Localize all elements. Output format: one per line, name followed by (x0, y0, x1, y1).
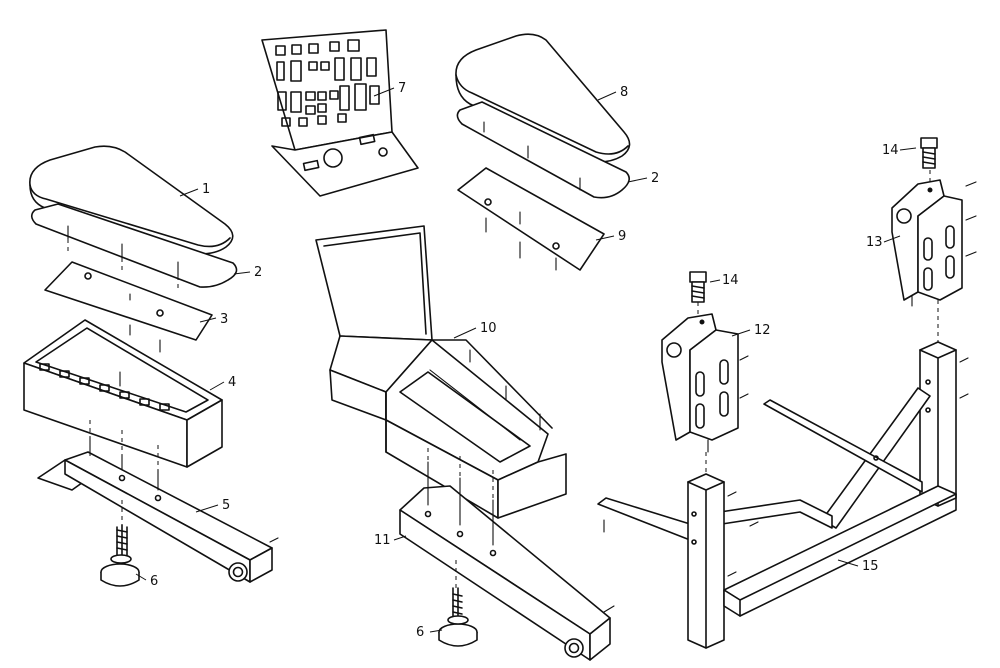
part-label-6a: 6 (150, 574, 158, 589)
part-label-13: 13 (866, 235, 883, 250)
part-label-10: 10 (480, 321, 497, 336)
left-mounting-plate-2 (30, 203, 238, 288)
screw-14-lower (689, 271, 707, 303)
control-panel-plate-7 (261, 29, 419, 197)
box-slots (39, 363, 170, 411)
right-armrest-cushion-8 (455, 33, 631, 163)
assembly-guide-lines (67, 170, 939, 588)
middle-beam-11 (399, 461, 615, 661)
left-beam-5 (64, 451, 279, 583)
bracket-12 (661, 313, 749, 453)
part-label-2b: 2 (651, 171, 659, 186)
part-label-7: 7 (398, 81, 406, 96)
part-label-4: 4 (228, 375, 236, 390)
part-label-14b: 14 (722, 273, 739, 288)
part-label-12: 12 (754, 323, 771, 338)
frame-15 (597, 341, 969, 649)
panel-cutouts (275, 39, 380, 127)
part-label-5: 5 (222, 498, 230, 513)
part-label-8: 8 (620, 85, 628, 100)
callout-labels: 1 2 3 4 5 6 7 8 2 9 10 11 6 14 13 14 12 … (150, 81, 899, 640)
left-leveling-foot-6 (100, 524, 140, 587)
part-label-11: 11 (374, 533, 391, 548)
part-label-6b: 6 (416, 625, 424, 640)
screw-14-upper (920, 137, 938, 169)
bracket-13 (891, 179, 977, 307)
part-label-3: 3 (220, 312, 228, 327)
part-label-9: 9 (618, 229, 626, 244)
part-label-14a: 14 (882, 143, 899, 158)
callout-leaders (135, 87, 917, 633)
left-box-housing-4 (23, 319, 223, 468)
right-mounting-plate-2 (456, 101, 630, 199)
middle-leveling-foot-6 (438, 587, 478, 647)
right-base-plate-9 (457, 167, 605, 271)
part-label-2a: 2 (254, 265, 262, 280)
console-housing-10 (315, 225, 567, 519)
part-label-1: 1 (202, 182, 210, 197)
part-label-15: 15 (862, 559, 879, 574)
left-base-plate-3 (44, 261, 213, 353)
